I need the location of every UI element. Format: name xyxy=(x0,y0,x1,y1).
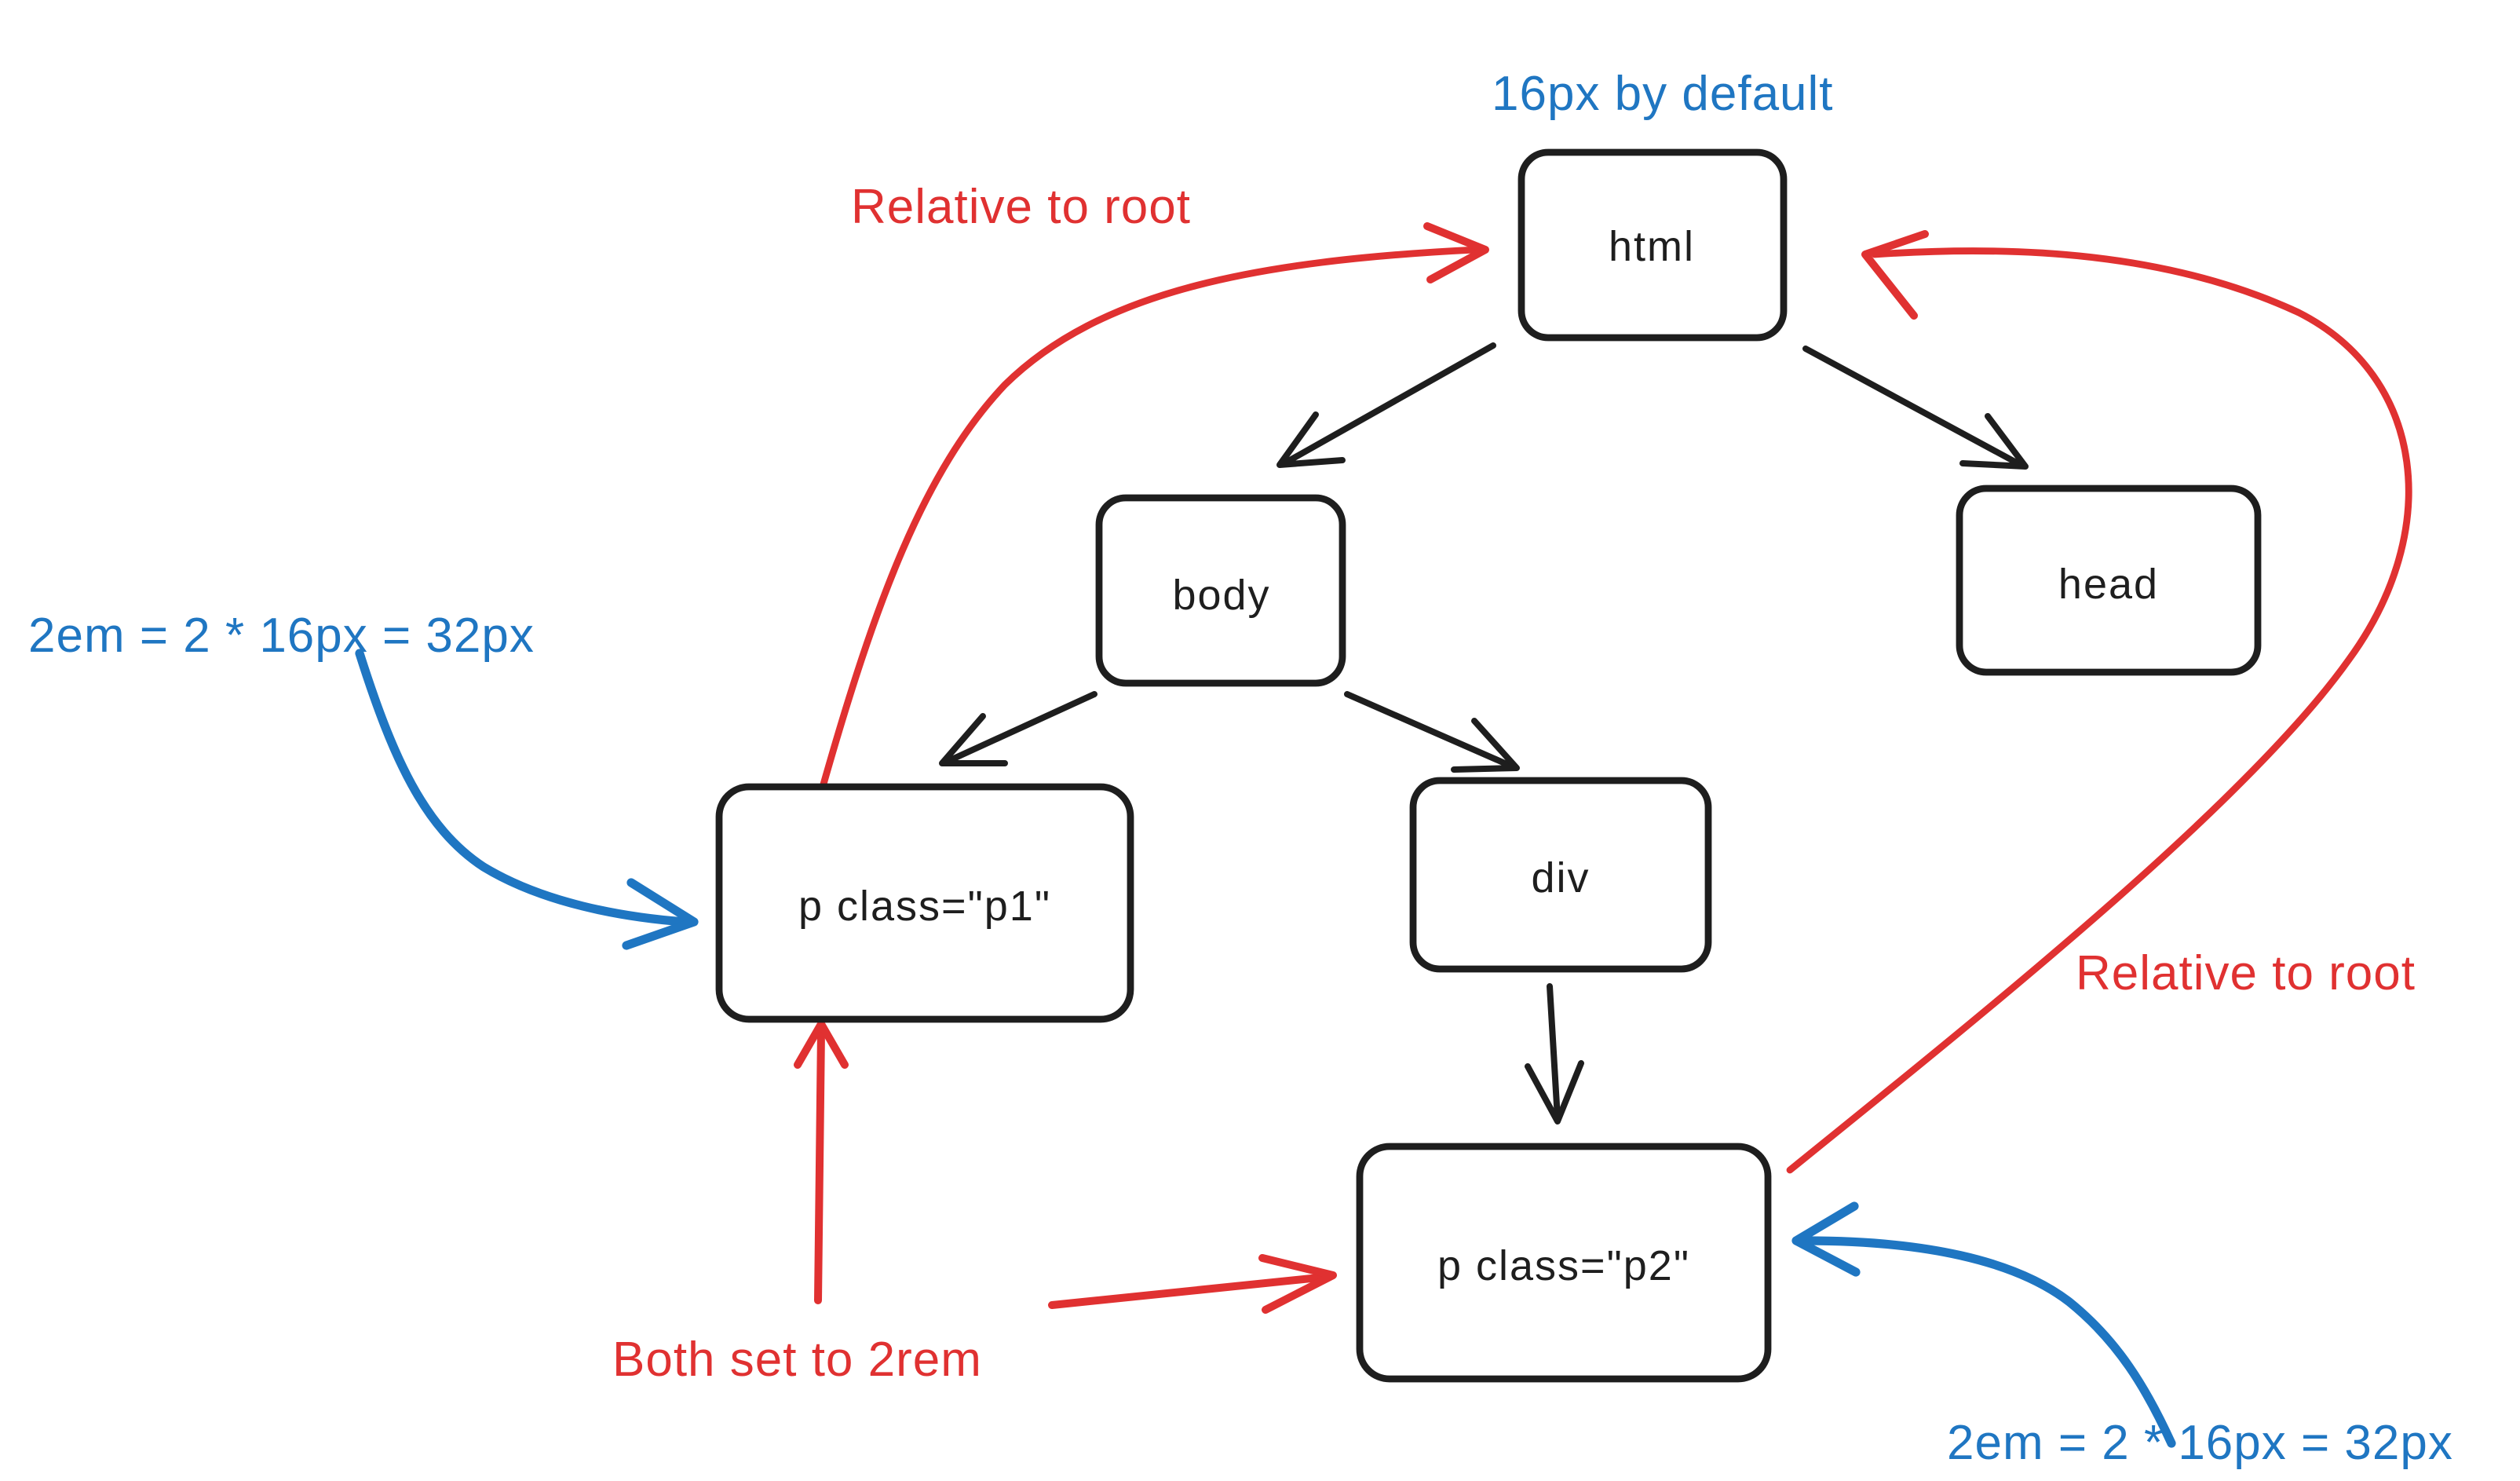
arrow-emcalc-to-p1 xyxy=(355,649,689,927)
annotation-em-calc-right: 2em = 2 * 16px = 32px xyxy=(1947,1416,2453,1470)
arrow-both2rem-to-p2 xyxy=(1048,1273,1331,1309)
annotation-16px-default: 16px by default xyxy=(1492,67,1834,121)
arrow-both2rem-to-p1 xyxy=(814,1026,825,1304)
node-label-head: head xyxy=(2058,561,2159,608)
arrow-p2-to-html-arrowhead-icon xyxy=(1861,230,1929,320)
arrow-emcalc-to-p1-arrowhead-icon xyxy=(622,878,699,950)
edge-body-p1 xyxy=(944,691,1097,765)
node-label-body: body xyxy=(1172,572,1270,619)
arrow-p1-to-html xyxy=(819,246,1480,791)
blue-annotation-arrows xyxy=(355,649,2176,1448)
arrow-p1-to-html-arrowhead-icon xyxy=(1423,222,1489,283)
annotation-both-set-2rem: Both set to 2rem xyxy=(612,1333,982,1387)
tree-edges xyxy=(939,342,2029,1124)
node-label-p1: p class="p1" xyxy=(798,883,1051,930)
annotation-em-calc-left: 2em = 2 * 16px = 32px xyxy=(28,609,535,663)
edge-html-body xyxy=(1281,342,1496,466)
edge-body-div-arrowhead-icon xyxy=(1451,718,1520,773)
node-label-html: html xyxy=(1609,223,1695,270)
arrow-p2-to-html xyxy=(1786,247,2412,1174)
node-label-div: div xyxy=(1531,854,1590,901)
edge-html-head-arrowhead-icon xyxy=(1959,413,2029,470)
node-box-div xyxy=(1409,777,1712,973)
annotation-texts: 16px by default Relative to root 2em = 2… xyxy=(28,67,2453,1470)
node-label-p2: p class="p2" xyxy=(1437,1242,1690,1289)
arrow-emcalc-to-p2 xyxy=(1801,1236,2176,1448)
arrow-both2rem-to-p2-arrowhead-icon xyxy=(1258,1254,1337,1314)
annotation-relative-to-root-left: Relative to root xyxy=(851,180,1191,234)
arrow-emcalc-to-p2-arrowhead-icon xyxy=(1791,1201,1861,1277)
node-box-body xyxy=(1095,494,1346,687)
edge-div-p2 xyxy=(1547,983,1561,1121)
node-box-html xyxy=(1517,148,1788,342)
edge-div-p2-arrowhead-icon xyxy=(1525,1060,1584,1124)
node-box-head xyxy=(1956,485,2262,676)
edge-body-p1-arrowhead-icon xyxy=(939,713,1008,766)
edge-body-div xyxy=(1344,691,1515,770)
arrow-both2rem-to-p1-arrowhead-icon xyxy=(794,1020,849,1069)
annotation-relative-to-root-right: Relative to root xyxy=(2076,946,2416,1000)
node-box-p1 xyxy=(715,783,1134,1023)
edge-html-body-arrowhead-icon xyxy=(1276,411,1346,468)
node-box-p2 xyxy=(1356,1143,1772,1383)
red-annotation-arrows xyxy=(794,222,2412,1314)
edge-html-head xyxy=(1802,346,2024,468)
dom-nodes: html body head p class="p1" div p class=… xyxy=(715,148,2262,1383)
